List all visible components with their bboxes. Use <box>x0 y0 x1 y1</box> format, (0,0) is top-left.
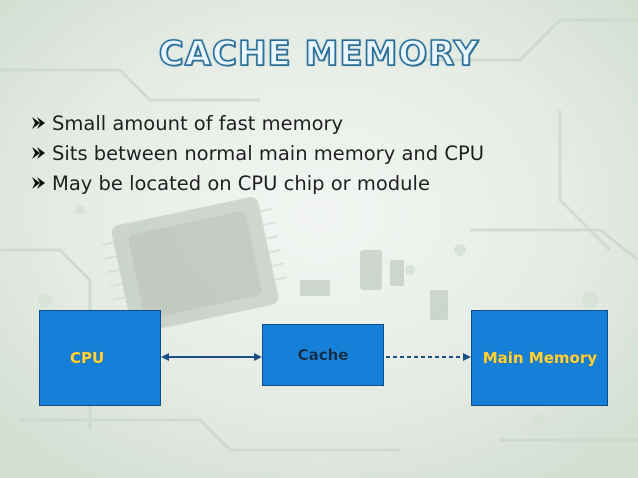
cache-label: Cache <box>297 346 349 364</box>
bullet-text: Small amount of fast memory <box>52 111 344 135</box>
bullet-item: Sits between normal main memory and CPU <box>30 138 610 168</box>
right-arrow-bullet-icon <box>32 117 45 129</box>
cpu-box: CPU <box>39 310 161 406</box>
right-arrow-bullet-icon <box>32 147 45 159</box>
cpu-label: CPU <box>70 349 105 367</box>
bullet-text: Sits between normal main memory and CPU <box>52 141 484 165</box>
bullet-item: May be located on CPU chip or module <box>30 168 610 198</box>
bullet-item: Small amount of fast memory <box>30 108 610 138</box>
main-memory-label: Main Memory <box>482 349 597 367</box>
bullet-text: May be located on CPU chip or module <box>52 171 430 195</box>
cache-box: Cache <box>262 324 384 386</box>
bullet-list: Small amount of fast memory Sits between… <box>30 108 610 198</box>
right-arrow-bullet-icon <box>32 177 45 189</box>
slide-title: CACHE MEMORY <box>158 33 480 75</box>
main-memory-box: Main Memory <box>471 310 608 406</box>
